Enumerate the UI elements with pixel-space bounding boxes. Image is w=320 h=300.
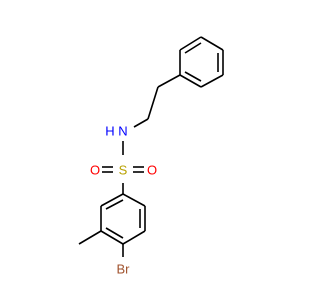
bond-phenyl-2 — [200, 36, 224, 51]
bond-benz-1 — [122, 193, 146, 207]
atom-label-n: N — [118, 124, 127, 139]
bond-ch2-n — [133, 118, 149, 128]
atom-label-s: S — [119, 163, 128, 178]
atom-label-h: H — [105, 124, 114, 139]
bond-phenyl-ch2 — [157, 74, 181, 88]
bond-benz-6 — [100, 193, 124, 207]
atom-label-o-left: O — [90, 163, 100, 178]
chemical-structure-diagram: H N O S O Br — [78, 36, 224, 277]
bond-ch2-ch2 — [147, 86, 159, 120]
atom-label-o-right: O — [147, 163, 157, 178]
bond-benz-3 — [122, 230, 146, 245]
bond-phenyl-inner-3 — [184, 71, 202, 82]
phenyl-ring — [179, 36, 224, 88]
bond-phenyl-inner-1 — [184, 42, 202, 54]
bond-benz-4 — [100, 230, 124, 245]
atom-label-br: Br — [117, 262, 131, 277]
bond-methyl — [78, 230, 102, 245]
bond-phenyl-1 — [179, 36, 202, 51]
benzene-ring — [100, 193, 146, 245]
bond-benz-inner-2 — [105, 227, 124, 239]
bond-phenyl-4 — [200, 74, 224, 88]
bond-benz-inner-3 — [105, 199, 124, 210]
bond-phenyl-5 — [179, 74, 202, 88]
